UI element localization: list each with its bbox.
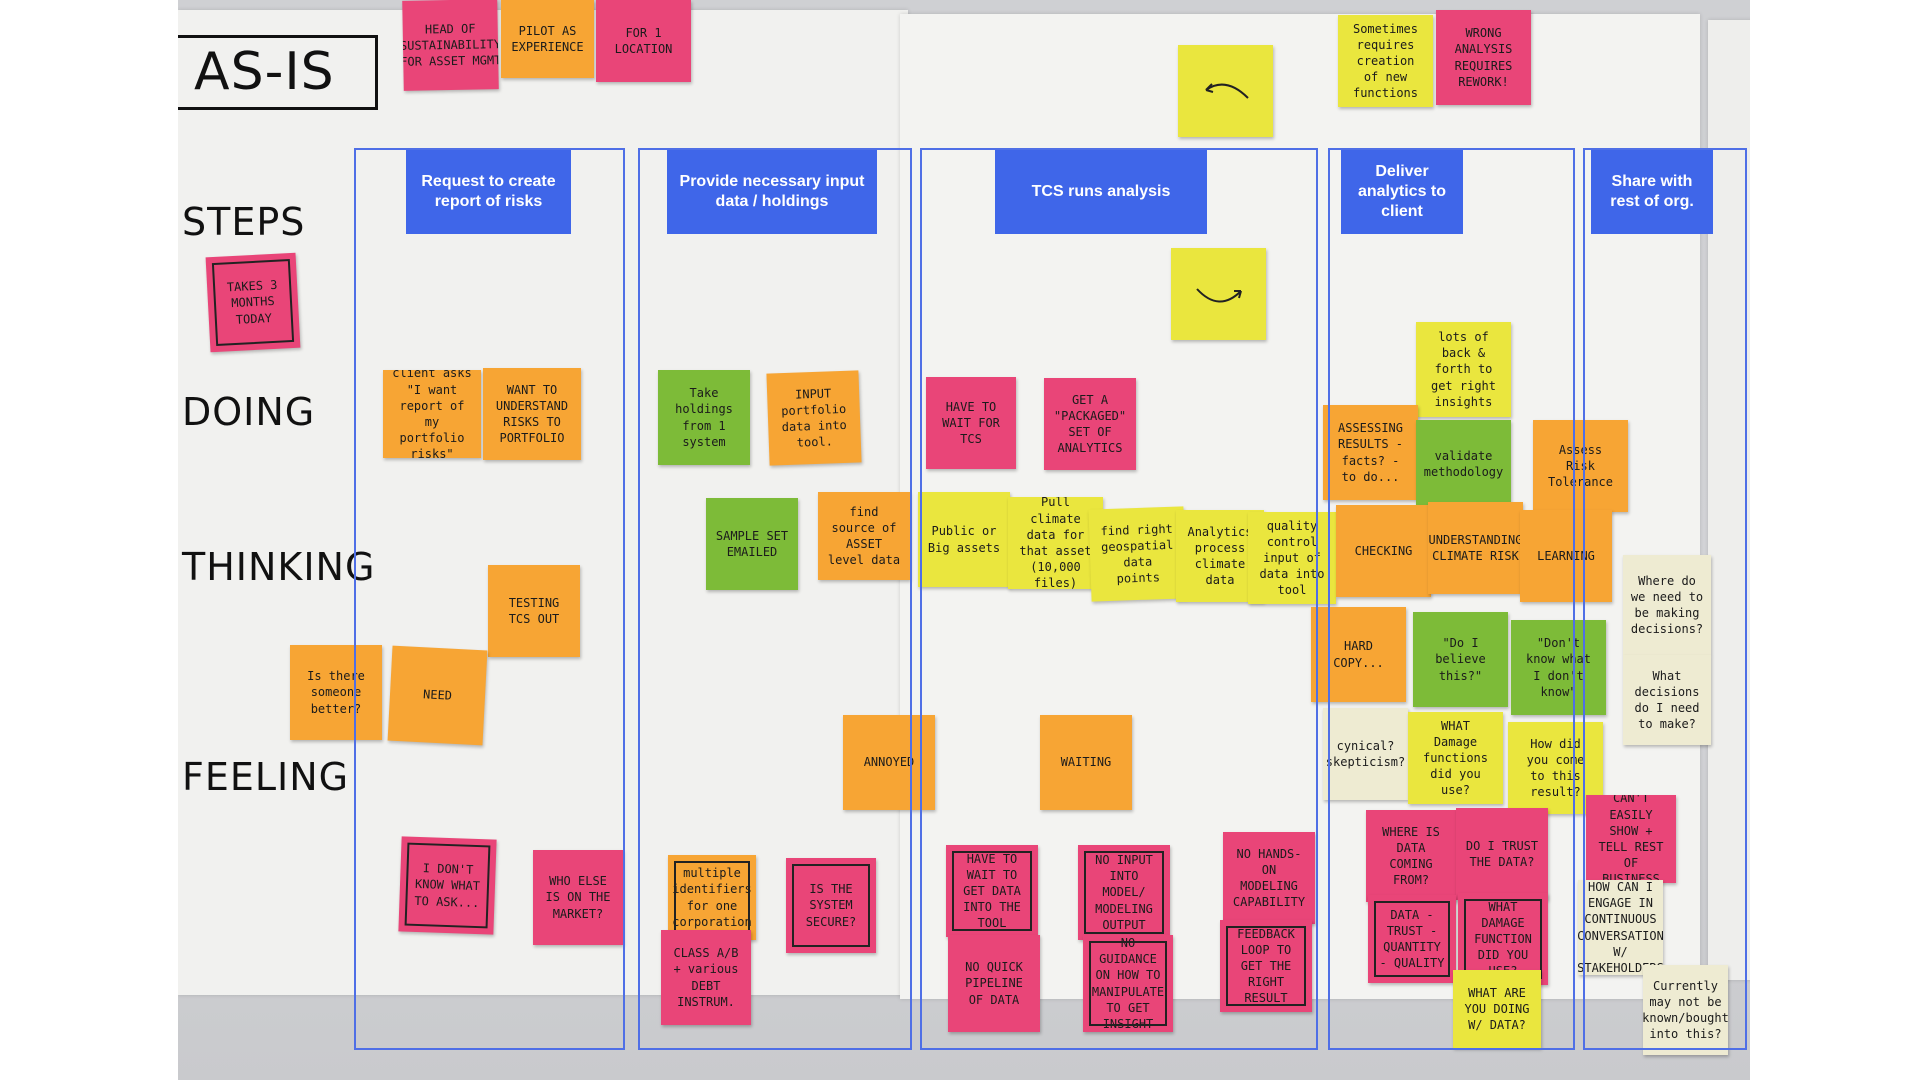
sticky-note: TAKES 3 MONTHS TODAY [205, 252, 301, 353]
sticky-note: validate methodology [1416, 420, 1511, 508]
sticky-note: DATA - TRUST - QUANTITY - QUALITY [1368, 895, 1456, 983]
sticky-note: UNDERSTANDING CLIMATE RISK [1428, 502, 1523, 594]
row-label-doing: DOING [182, 390, 316, 434]
sticky-note: WHAT DAMAGE FUNCTION DID YOU USE? [1458, 893, 1548, 985]
sticky-note: FOR 1 LOCATION [596, 0, 691, 82]
sticky-note: TESTING TCS OUT [488, 565, 580, 657]
sticky-note: quality control input of data into tool [1248, 512, 1336, 604]
sticky-note: NO HANDS-ON MODELING CAPABILITY [1223, 832, 1315, 924]
curved-arrow-left-icon [1204, 83, 1249, 99]
sticky-note: CAN'T EASILY SHOW + TELL REST OF BUSINES… [1586, 795, 1676, 883]
column-frame-provide-data [638, 148, 912, 1050]
sticky-note: multiple identifiers for one corporation [668, 855, 756, 940]
column-header-request: Request to create report of risks [406, 150, 571, 234]
curved-arrow-right-icon [1195, 288, 1242, 303]
column-frame-tcs-analysis [920, 148, 1318, 1050]
sticky-note: WAITING [1040, 715, 1132, 810]
sticky-note: NO QUICK PIPELINE OF DATA [948, 935, 1040, 1032]
row-label-steps: STEPS [182, 200, 306, 244]
sticky-note: LEARNING [1520, 510, 1612, 602]
sticky-note: Take holdings from 1 system [658, 370, 750, 465]
sticky-note: ASSESSING RESULTS - facts? - to do... [1323, 405, 1418, 500]
sticky-note: HEAD OF SUSTAINABILITY FOR ASSET MGMT [402, 0, 499, 91]
sticky-note: WHAT ARE YOU DOING W/ DATA? [1453, 970, 1541, 1048]
sticky-note: lots of back & forth to get right insigh… [1416, 322, 1511, 417]
board-title: AS-IS [178, 35, 378, 110]
sticky-note: What decisions do I need to make? [1623, 655, 1711, 745]
sticky-note: DO I TRUST THE DATA? [1456, 808, 1548, 900]
sticky-note: Assess Risk Tolerance [1533, 420, 1628, 512]
paper-sheet-edge [1708, 20, 1750, 980]
sticky-note: Is there someone better? [290, 645, 382, 740]
column-frame-deliver [1328, 148, 1575, 1050]
row-label-thinking: THINKING [182, 545, 376, 589]
sticky-note: ANNOYED [843, 715, 935, 810]
sticky-note: WANT TO UNDERSTAND RISKS TO PORTFOLIO [483, 368, 581, 460]
sticky-note: WHAT Damage functions did you use? [1408, 712, 1503, 804]
sticky-note: WHERE IS DATA COMING FROM? [1366, 810, 1456, 902]
sticky-note: cynical? skepticism? [1323, 708, 1408, 800]
column-header-provide-data: Provide necessary input data / holdings [667, 150, 877, 234]
sticky-note: CHECKING [1336, 505, 1431, 597]
sticky-note: WHO ELSE IS ON THE MARKET? [533, 850, 623, 945]
sticky-note: PILOT AS EXPERIENCE [501, 0, 594, 78]
sticky-note: HARD COPY... [1311, 607, 1406, 702]
sticky-note: Pull climate data for that asset (10,000… [1008, 497, 1103, 589]
column-frame-request [354, 148, 625, 1050]
sticky-note: SAMPLE SET EMAILED [706, 498, 798, 590]
sticky-note: IS THE SYSTEM SECURE? [786, 858, 876, 953]
column-frame-share [1583, 148, 1747, 1050]
sticky-note: client asks "I want report of my portfol… [383, 370, 481, 458]
sticky-note: NO GUIDANCE ON HOW TO MANIPULATE TO GET … [1083, 935, 1173, 1032]
sticky-note: FEEDBACK LOOP TO GET THE RIGHT RESULT [1220, 920, 1312, 1012]
sticky-note: HAVE TO WAIT FOR TCS [926, 377, 1016, 469]
sticky-note: CLASS A/B + various DEBT INSTRUM. [661, 930, 751, 1025]
arrow-note [1171, 248, 1266, 340]
sticky-note: HOW CAN I ENGAGE IN CONTINUOUS CONVERSAT… [1578, 880, 1663, 975]
sticky-note: "Do I believe this?" [1413, 612, 1508, 707]
row-label-feeling: FEELING [182, 755, 350, 799]
sticky-note: Where do we need to be making decisions? [1623, 555, 1711, 655]
sticky-note: GET A "PACKAGED" SET OF ANALYTICS [1044, 378, 1136, 470]
sticky-note: NO INPUT INTO MODEL/ MODELING OUTPUT [1078, 845, 1170, 940]
column-header-share: Share with rest of org. [1591, 150, 1713, 234]
sticky-note: HAVE TO WAIT TO GET DATA INTO THE TOOL [946, 845, 1038, 937]
sticky-note: Currently may not be known/bought into t… [1643, 965, 1728, 1055]
column-header-tcs-analysis: TCS runs analysis [995, 150, 1207, 234]
sticky-note: WRONG ANALYSIS REQUIRES REWORK! [1436, 10, 1531, 105]
column-header-deliver: Deliver analytics to client [1341, 150, 1463, 234]
sticky-note: Sometimes requires creation of new funct… [1338, 15, 1433, 107]
arrow-note [1178, 45, 1273, 137]
sticky-note: Public or Big assets [918, 492, 1010, 587]
sticky-note: find source of ASSET level data [818, 492, 910, 580]
